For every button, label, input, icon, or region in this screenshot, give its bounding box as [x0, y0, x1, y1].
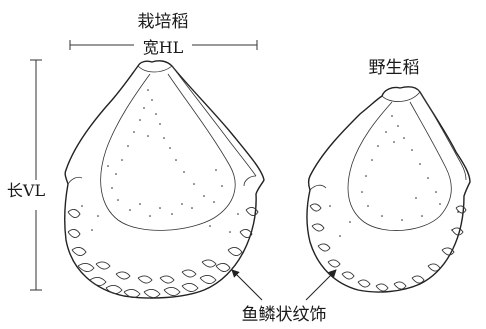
- wild-rice-label: 野生稻: [369, 58, 420, 78]
- length-dimension: [30, 60, 42, 290]
- cultivated-rice-label: 栽培稻: [138, 12, 189, 32]
- arrow-to-cultivated: [232, 270, 262, 300]
- arrow-to-wild: [306, 270, 336, 300]
- fish-scale-pattern-label: 鱼鳞状纹饰: [242, 305, 327, 325]
- cultivated-rice-phytolith: [65, 61, 264, 298]
- width-label: 宽HL: [143, 38, 184, 57]
- length-label: 长VL: [7, 181, 46, 200]
- wild-rice-phytolith: [307, 87, 470, 292]
- pattern-arrows: [232, 270, 336, 300]
